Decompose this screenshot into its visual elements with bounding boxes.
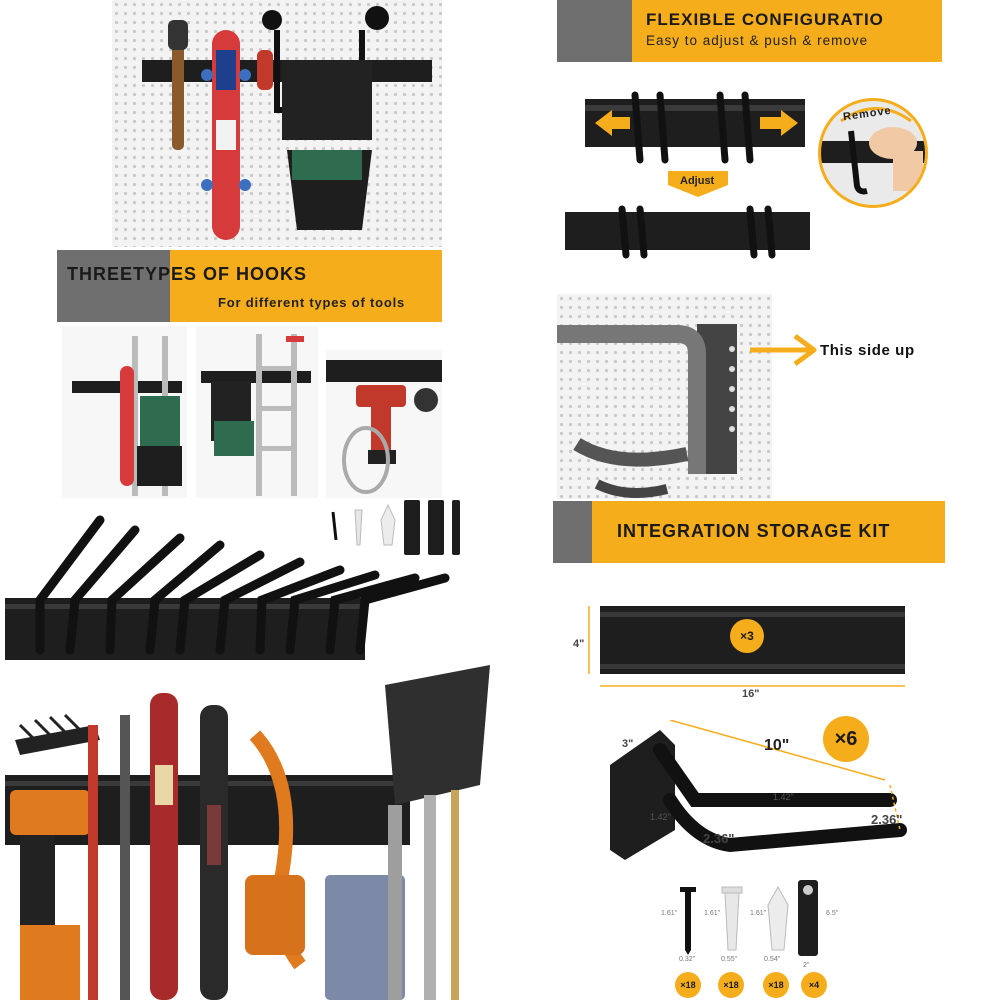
- flex-banner-stripe: [557, 0, 642, 62]
- skateboard-chair-illustration: [142, 6, 432, 240]
- screw-dim1: 1.61": [661, 910, 678, 917]
- photo-this-side-up: [557, 294, 772, 499]
- adjust-label: Adjust: [680, 175, 715, 187]
- wall-plug-icon: [767, 885, 789, 951]
- plug-dim2: 0.54": [764, 956, 781, 963]
- remove-arrow-icon: [840, 107, 912, 123]
- hooks-subtitle: For different types of tools: [218, 295, 406, 310]
- kit-banner: [592, 501, 945, 563]
- anchor-dim1: 1.61": [704, 910, 721, 917]
- strap-dim1: 6.5": [826, 910, 839, 917]
- rail-height-label: 4": [573, 638, 585, 650]
- this-side-up-label: This side up: [820, 342, 915, 359]
- kit-title: INTEGRATION STORAGE KIT: [617, 521, 891, 541]
- flex-title: FLEXIBLE CONFIGURATIO: [646, 10, 884, 29]
- hook-diam-label: 1.42": [773, 792, 794, 802]
- hooks-title: THREETYPES OF HOOKS: [67, 264, 308, 284]
- hardware-plug: [758, 885, 798, 955]
- anchor-count-badge: ×18: [718, 972, 744, 998]
- anchor-dim2: 0.55": [721, 956, 738, 963]
- remove-circle: [818, 98, 928, 208]
- screw-dim2: 0.32": [679, 956, 696, 963]
- hardware-strap: [793, 878, 823, 958]
- hook-diam2-label: 1.42": [650, 812, 671, 822]
- rail-count-badge: ×3: [730, 619, 764, 653]
- hook-count-badge: ×6: [823, 716, 869, 762]
- photo-loaded-rail: [0, 665, 500, 1000]
- hook-gap-right-label: 2.36": [871, 812, 903, 827]
- photo-pegboard-skateboard: [112, 0, 442, 247]
- screw-count-badge: ×18: [675, 972, 701, 998]
- hardware-anchor: [712, 885, 752, 955]
- hook-diagram: [600, 720, 920, 860]
- left-arrow-icon: [595, 110, 630, 136]
- hook-depth-label: 3": [622, 738, 634, 750]
- screw-icon: [680, 887, 696, 955]
- adjust-diagram: [560, 85, 810, 265]
- orange-arrow-icon: [750, 333, 817, 367]
- strap-count-badge: ×4: [801, 972, 827, 998]
- flex-banner: FLEXIBLE CONFIGURATIO Easy to adjust & p…: [632, 0, 942, 62]
- plug-dim1: 1.61": [750, 910, 767, 917]
- right-arrow-icon: [760, 110, 798, 136]
- plug-count-badge: ×18: [763, 972, 789, 998]
- hook-gap-left-label: 2.36": [703, 831, 735, 846]
- strap-icon: [798, 880, 818, 956]
- wall-anchor-icon: [721, 886, 743, 951]
- hardware-screw: [668, 885, 708, 955]
- hooks-banner: [170, 250, 442, 322]
- photo-hook-set: [0, 500, 460, 680]
- rail-length-label: 16": [742, 688, 760, 700]
- photo-hooks-drill: [326, 350, 442, 498]
- photo-hooks-ladder: [196, 326, 318, 498]
- flex-subtitle: Easy to adjust & push & remove: [646, 33, 869, 48]
- photo-hooks-ladder-chair: [62, 326, 187, 498]
- this-side-up-arrow: [750, 332, 820, 368]
- hook-length-label: 10": [764, 737, 790, 754]
- strap-dim2: 2": [803, 962, 810, 969]
